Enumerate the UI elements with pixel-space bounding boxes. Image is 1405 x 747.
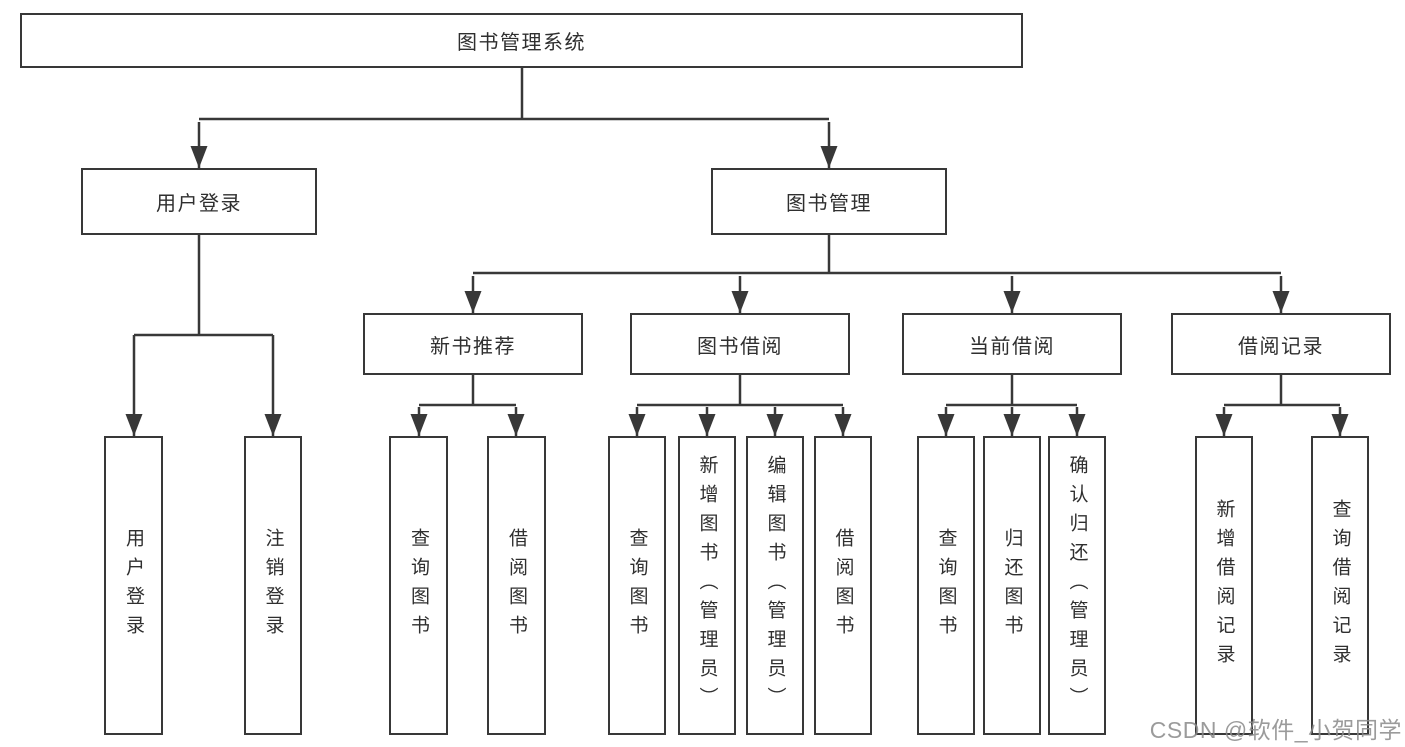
node-book-borrow: 图书借阅 (630, 313, 850, 375)
node-query-books-2: 查询图书 (608, 436, 666, 735)
csdn-watermark: CSDN @软件_小贺同学 (1149, 717, 1402, 743)
node-library-management-system: 图书管理系统 (20, 13, 1023, 68)
node-query-books-1: 查询图书 (389, 436, 448, 735)
node-add-borrow-record: 新增借阅记录 (1195, 436, 1253, 735)
node-new-book-recommend: 新书推荐 (363, 313, 583, 375)
node-query-borrow-record: 查询借阅记录 (1311, 436, 1369, 735)
node-user-login-leaf: 用户登录 (104, 436, 163, 735)
node-book-management: 图书管理 (711, 168, 947, 235)
node-confirm-return-admin: 确认归还（管理员） (1048, 436, 1106, 735)
node-edit-book-admin: 编辑图书（管理员） (746, 436, 804, 735)
node-return-book: 归还图书 (983, 436, 1041, 735)
node-query-books-3: 查询图书 (917, 436, 975, 735)
node-user-login: 用户登录 (81, 168, 317, 235)
node-borrow-books-2: 借阅图书 (814, 436, 872, 735)
node-add-book-admin: 新增图书（管理员） (678, 436, 736, 735)
node-borrow-records: 借阅记录 (1171, 313, 1391, 375)
node-logout: 注销登录 (244, 436, 302, 735)
node-current-borrow: 当前借阅 (902, 313, 1122, 375)
node-borrow-books-1: 借阅图书 (487, 436, 546, 735)
